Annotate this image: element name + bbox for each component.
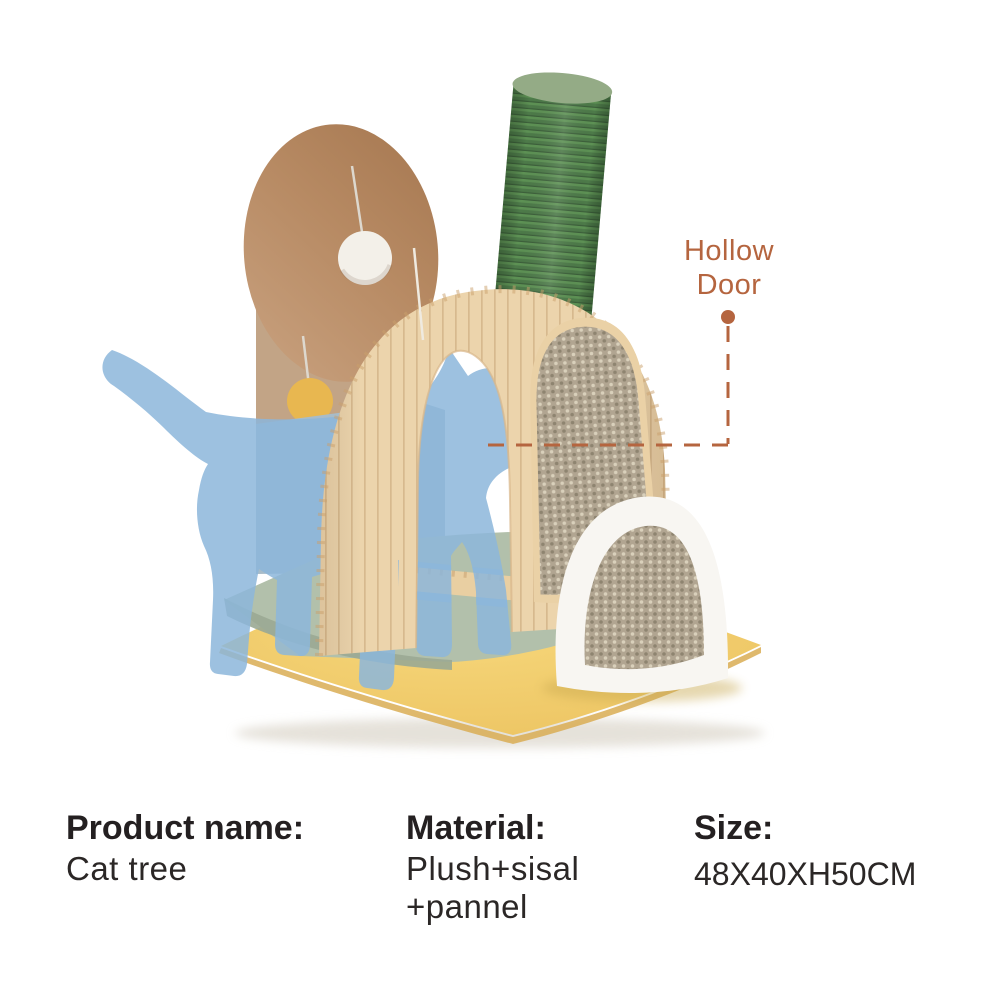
ground-shadow — [235, 718, 765, 748]
hanging-toys — [301, 165, 364, 387]
cat-legs-overlay — [398, 560, 511, 620]
toy-string — [350, 165, 364, 233]
toy-string-front — [412, 247, 425, 341]
dome-scratcher — [555, 496, 729, 694]
callout-hollow-door: Hollow Door — [629, 234, 829, 302]
callout-line: Door — [696, 269, 762, 301]
cat-silhouette-watermark — [102, 350, 538, 691]
spec-value: Plush+sisal — [406, 850, 580, 887]
white-pompom — [338, 231, 392, 285]
platform-edge — [224, 598, 452, 670]
pompom-shading — [339, 263, 393, 285]
yellow-pompom — [287, 378, 333, 424]
callout-dashed-line — [486, 326, 730, 447]
scratching-post — [490, 72, 613, 352]
toy-string — [301, 335, 311, 387]
post-top-plush — [512, 72, 613, 104]
spec-label: Product name: — [66, 809, 305, 847]
dome-sisal-center — [584, 525, 704, 670]
spec-value: +pannel — [406, 888, 528, 925]
spec-value: Cat tree — [66, 850, 188, 887]
spec-value: 48X40XH50CM — [694, 856, 917, 892]
callout-dot-icon — [721, 310, 735, 324]
spec-label: Size: — [694, 809, 774, 847]
spec-size: Size: 48X40XH50CM — [694, 806, 916, 893]
spec-material: Material: Plush+sisal +pannel — [406, 806, 579, 926]
door-inner-edge — [415, 349, 513, 649]
spec-label: Material: — [406, 809, 546, 847]
spec-product-name: Product name: Cat tree — [66, 806, 304, 888]
callout-line: Hollow — [683, 235, 775, 267]
